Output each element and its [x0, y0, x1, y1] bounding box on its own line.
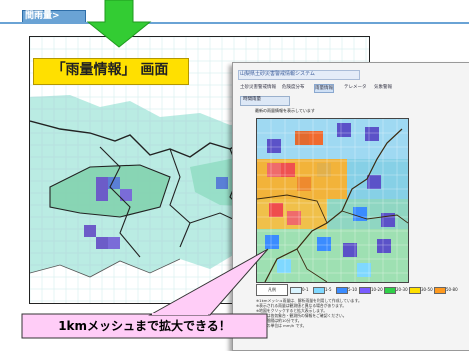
legend-label: 50-80 [446, 287, 458, 292]
legend-head: 凡例 [256, 284, 288, 296]
legend-label: 10-20 [371, 287, 383, 292]
legend-swatch [336, 287, 348, 294]
legend-label: 30-50 [421, 287, 433, 292]
legend-swatch [434, 287, 446, 294]
note-line: ※凡例の単位は mm/h です。 [256, 323, 307, 328]
tab-rain-info[interactable]: 雨量情報 [314, 84, 334, 93]
tab-sabo-warning[interactable]: 土砂災害警戒情報 [240, 85, 276, 90]
legend-swatch [409, 287, 421, 294]
sub-tab-hourly[interactable] [240, 96, 290, 106]
legend-label: 1-5 [325, 287, 332, 292]
callout-text: 1kmメッシュまで拡大できる！ [58, 319, 231, 333]
note-line: ※1kmメッシュ雨量は、解析雨量を利用して作成しています。 [256, 298, 362, 303]
tab-telemeter[interactable]: テレメータ [344, 85, 367, 90]
info-line: 最新の雨量情報を表示しています [255, 108, 315, 113]
legend-swatch [359, 287, 371, 294]
legend-label: 20-30 [396, 287, 408, 292]
legend-label: 0-1 [302, 287, 309, 292]
legend-swatch [384, 287, 396, 294]
mesh-map[interactable] [256, 118, 409, 283]
legend-swatch [313, 287, 325, 294]
note-line: ※詳細は各気象台・観測所の情報をご確認ください。 [256, 313, 347, 318]
legend-swatch [290, 287, 302, 294]
notes-block: ※1kmメッシュ雨量は、解析雨量を利用して作成しています。 ※表示される雨量は観… [256, 298, 466, 338]
note-line: ※表示される雨量は観測値と異なる場合があります。 [256, 303, 347, 308]
main-title-box [33, 58, 189, 85]
tab-weather-warning[interactable]: 気象警報 [374, 85, 392, 90]
header-underline [0, 22, 469, 24]
mesh-map-svg [256, 119, 409, 283]
main-title: 「雨量情報」 画面 [51, 62, 169, 78]
rain-tab-label: 間雨量> [25, 11, 60, 21]
callout-bubble [21, 248, 269, 339]
detail-window-title: 山梨県土砂災害警戒情報システム [240, 71, 315, 77]
detail-window-titlebar [238, 70, 360, 80]
sub-tab-hourly-label: 時間雨量 [243, 97, 261, 102]
tab-risk-map[interactable]: 危険度分布 [282, 85, 305, 90]
arrow-down-icon [86, 0, 152, 48]
note-line: ※更新間隔は約10分です。 [256, 318, 302, 323]
legend-label: 5-10 [348, 287, 358, 292]
note-line: ※地図をクリックすると拡大表示します。 [256, 308, 328, 313]
